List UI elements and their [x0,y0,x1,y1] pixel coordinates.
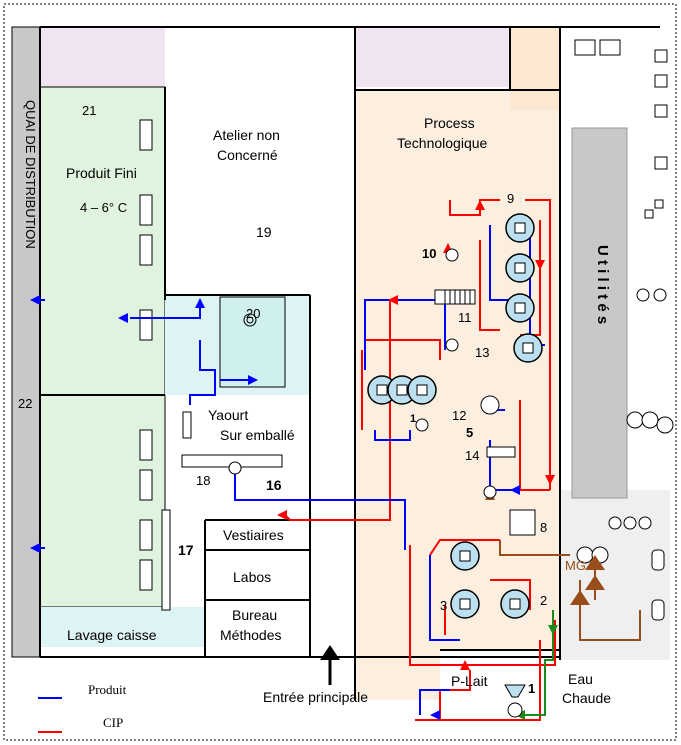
mg-triangle-3 [570,590,590,605]
equip-number-14: 14 [465,448,479,463]
pumps [228,248,523,718]
flow-arrows [30,200,555,720]
process-zone [355,27,560,700]
storage-racks [139,119,171,611]
outer-frame [3,3,677,741]
vestiaires-label: Vestiaires [223,527,284,543]
quai-strip [11,26,41,658]
equip-number-12: 12 [452,408,466,423]
temperature-label: 4 – 6° C [80,200,127,215]
p-lait-funnel [504,684,526,698]
equip-number-1-bottom: 1 [528,681,535,696]
bureau-label-line1: Bureau [232,607,277,623]
lavage-caisse-label: Lavage caisse [67,627,157,643]
utilities-panel [571,127,628,499]
machine-number-16: 16 [266,477,282,493]
top-zone-right [355,27,510,87]
equip-number-5: 5 [466,425,473,440]
bureau-label-line2: Méthodes [220,627,281,643]
room-20 [219,296,286,388]
equip-number-10: 10 [422,246,436,261]
machine-number-18: 18 [196,473,210,488]
zone-number-17: 17 [178,542,194,558]
atelier-label-line1: Atelier non [213,127,280,143]
process-label-line2: Technologique [397,135,488,151]
top-zone-left [40,27,165,87]
atelier-label-line2: Concerné [217,147,278,163]
equip-number-3: 3 [440,598,447,613]
equip-number-13: 13 [475,345,489,360]
unit-8 [509,509,536,536]
legend-produit-label: Produit [88,682,127,697]
green-lines [520,610,554,716]
utilites-label: U t i l i t é s [594,245,611,324]
zone-number-19: 19 [256,224,272,240]
exchanger-11-ribs [444,290,471,304]
lavage-caisse-zone [40,607,205,647]
equip-number-8: 8 [540,520,547,535]
equip-number-1-top: 1 [410,413,416,425]
room-20-symbol [243,313,257,327]
eau-chaude-line2: Chaude [562,690,611,706]
zone-number-22: 22 [18,396,32,411]
entree-label: Entrée principale [263,689,368,705]
top-zone-mid [165,27,355,87]
tank-centers [376,222,534,610]
mg-label: MG [565,558,586,573]
yaourt-label-line1: Yaourt [208,407,248,423]
legend-cip-label: CIP [103,715,123,730]
mg-triangle-2 [585,575,605,590]
produit-fini-label: Produit Fini [66,165,137,181]
p-lait-label: P-Lait [451,673,488,689]
zone-number-21: 21 [82,103,96,118]
exchanger-14 [486,446,516,458]
eau-chaude-line1: Eau [568,671,593,687]
yaourt-label-line2: Sur emballé [220,427,295,443]
entrance-arrow [320,645,340,660]
process-label-line1: Process [424,115,475,131]
utilities-lower-zone [560,490,670,660]
quai-label: QUAI DE DISTRIBUTION [23,100,38,249]
green-arrow-1 [548,625,558,635]
labos-label: Labos [233,569,271,585]
zone-number-20: 20 [246,306,260,321]
rack-yaourt [182,411,192,439]
mg-triangle-1 [585,555,605,570]
equip-number-9: 9 [507,191,514,206]
equip-number-11: 11 [458,310,472,325]
equip-number-2: 2 [540,593,547,608]
process-zone-top [510,27,560,110]
